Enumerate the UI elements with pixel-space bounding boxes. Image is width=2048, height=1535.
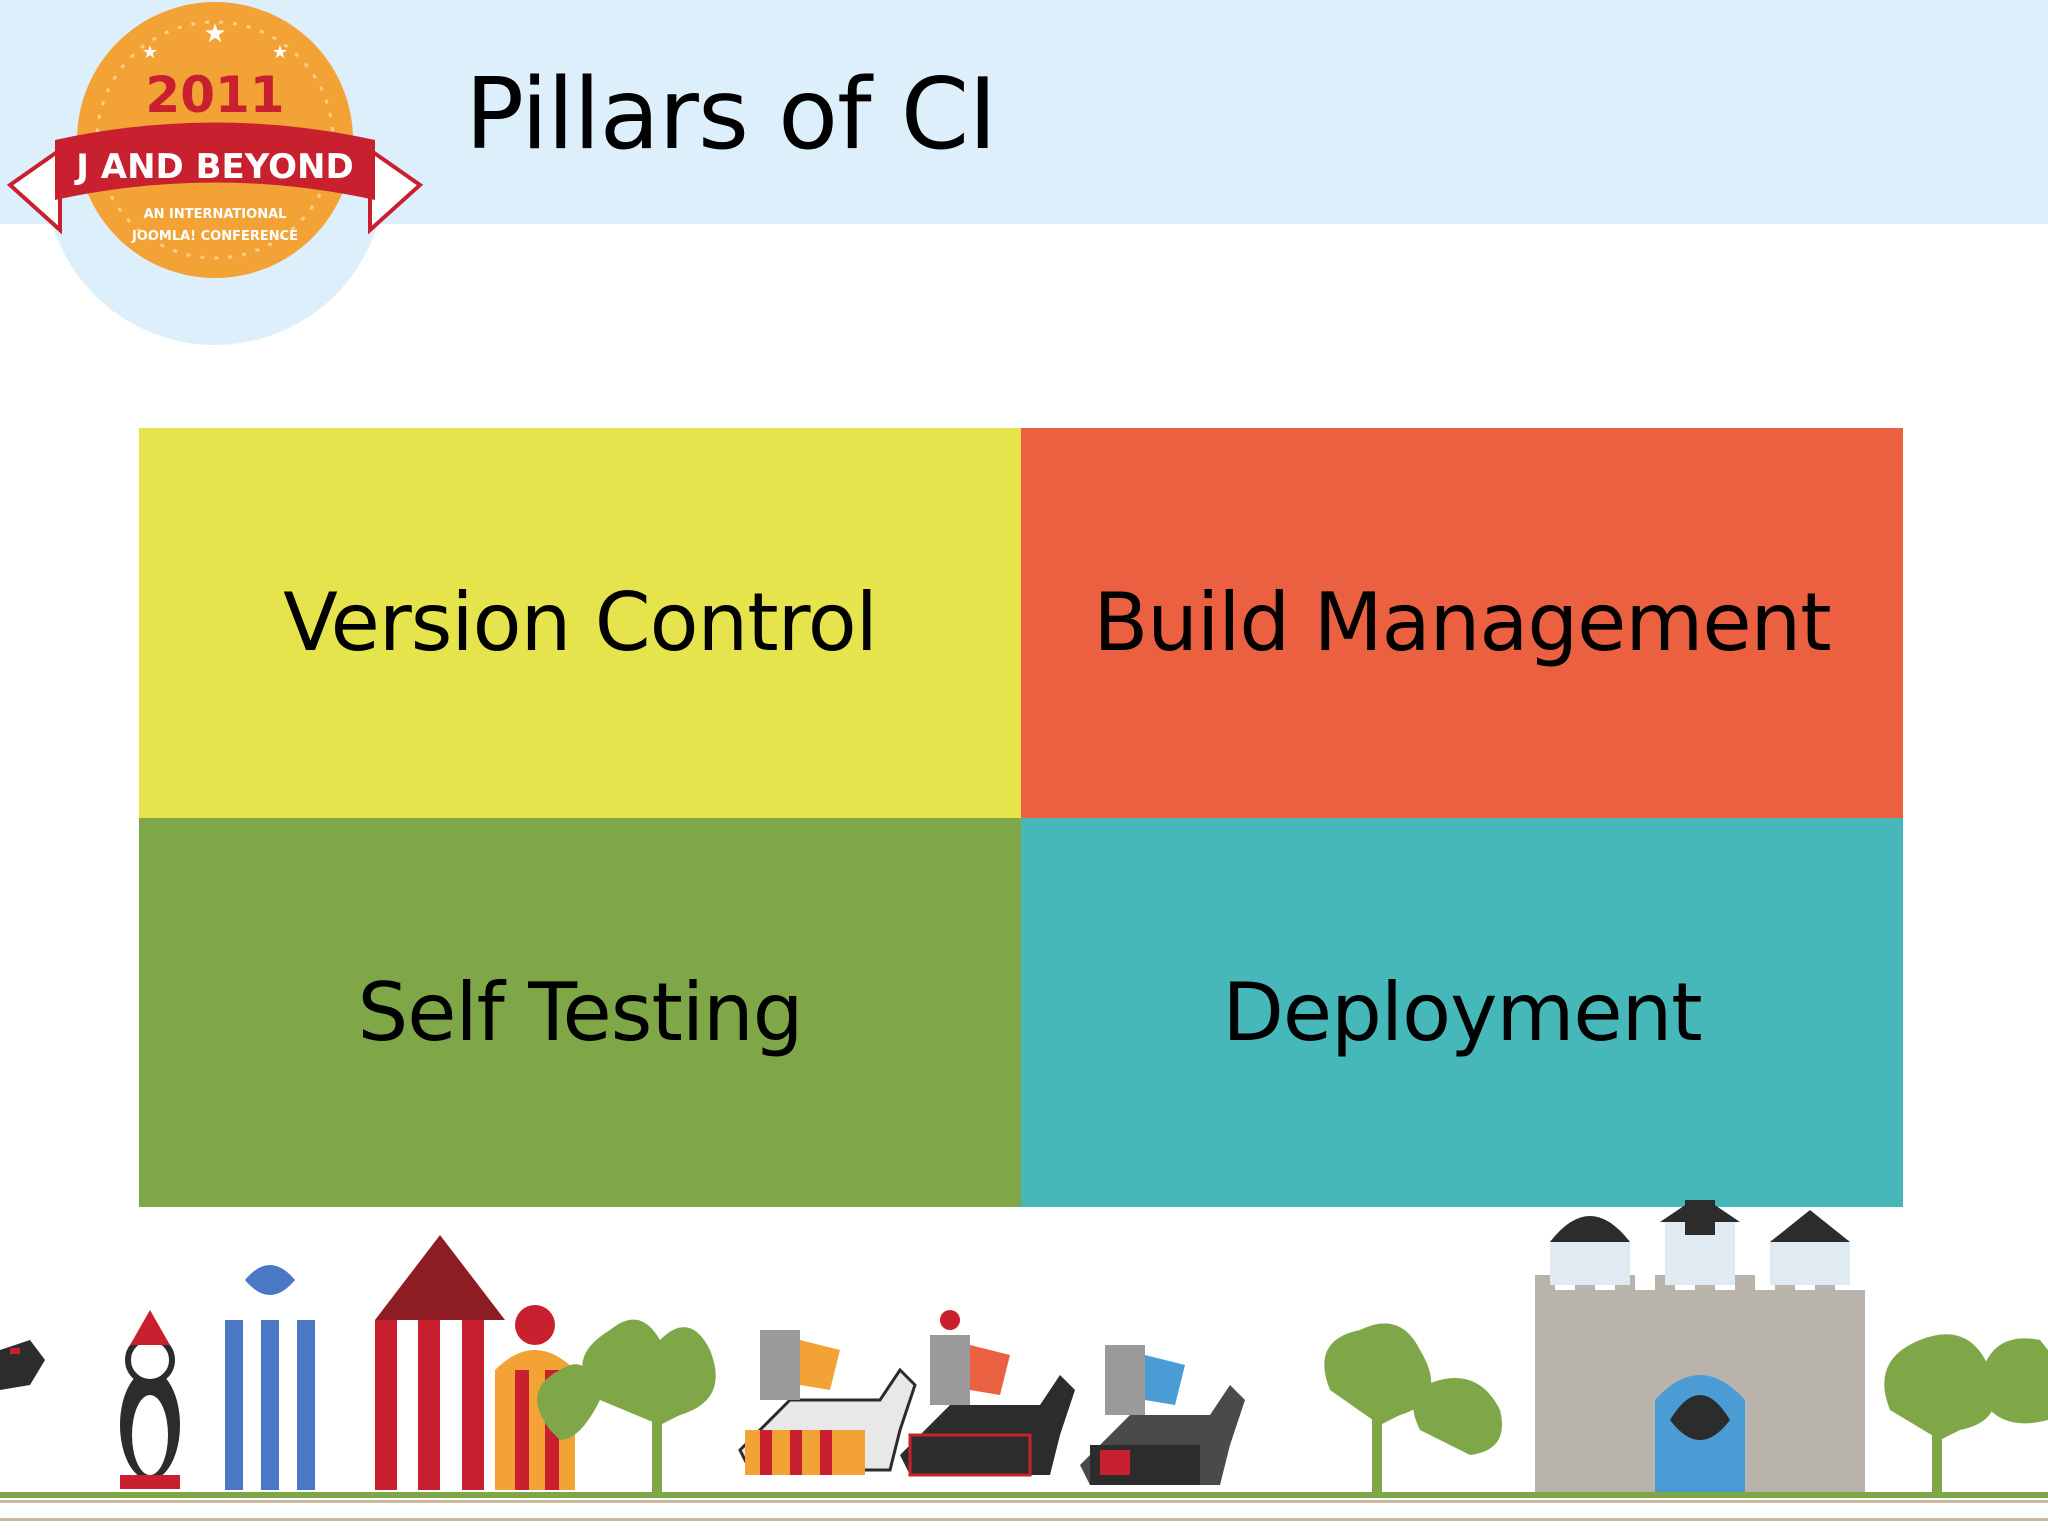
pillars-grid: Version Control Build Management Self Te… (139, 428, 1903, 1207)
logo-ribbon-right (368, 146, 424, 235)
knight-on-horse-icon (738, 1330, 917, 1475)
logo-star-icon: ★ (203, 19, 226, 49)
logo-star-icon: ★ (142, 42, 158, 63)
jester-icon (120, 1310, 180, 1489)
tree-icon (582, 1319, 716, 1492)
pillar-label: Self Testing (357, 965, 803, 1059)
logo-brand: J AND BEYOND (74, 147, 353, 187)
tree-icon (537, 1364, 600, 1440)
slide-title: Pillars of CI (465, 58, 997, 172)
pillar-label: Version Control (283, 576, 878, 670)
logo-star-icon: ★ (272, 42, 288, 63)
pillar-label: Deployment (1222, 965, 1702, 1059)
red-tent-icon (375, 1235, 505, 1490)
castle-icon (1535, 1200, 1865, 1492)
knight-on-horse-icon (1080, 1345, 1245, 1485)
tree-icon (1324, 1323, 1432, 1492)
pillar-build-management: Build Management (1021, 428, 1903, 818)
knight-on-horse-icon (900, 1310, 1075, 1477)
pillar-version-control: Version Control (139, 428, 1021, 818)
logo-line-2: JOOMLA! CONFERENCE (131, 229, 298, 244)
tree-icon (1980, 1338, 2048, 1424)
ground-line (0, 1492, 2048, 1498)
conference-logo: ★ ★ ★ 2011 J AND BEYOND AN INTERNATIONAL… (6, 2, 424, 345)
pillar-label: Build Management (1093, 576, 1831, 670)
ground-border (0, 1518, 2048, 1521)
horse-icon (0, 1340, 45, 1390)
blue-tent-icon (225, 1265, 315, 1490)
medieval-scene-illustration (0, 1200, 2048, 1521)
logo-ribbon-band (55, 122, 375, 200)
ground-border (0, 1500, 2048, 1503)
logo-year: 2011 (145, 66, 284, 124)
pillar-self-testing: Self Testing (139, 817, 1021, 1207)
logo-ribbon-left (6, 146, 62, 235)
tree-icon (1413, 1378, 1502, 1455)
tree-icon (1884, 1334, 1996, 1492)
logo-line-1: AN INTERNATIONAL (144, 207, 287, 222)
pillar-deployment: Deployment (1021, 817, 1903, 1207)
